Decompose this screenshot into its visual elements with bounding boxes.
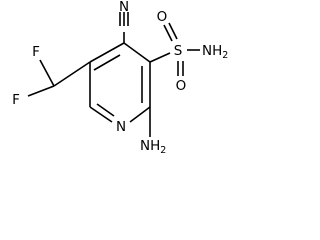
amino-nh-text: NH: [140, 138, 160, 154]
sulfonamide-h-count: 2: [222, 50, 228, 61]
ring-bond-n-c6-inner: [96, 103, 115, 117]
nitrile-nitrogen-label: N: [119, 0, 129, 15]
fluorine-top-label: F: [32, 44, 40, 60]
ring-bond-c3-c4: [123, 42, 151, 63]
ring-to-sulfur-bond: [149, 52, 171, 63]
ring-bond-c5-n: [129, 106, 151, 123]
oxygen-right-label: O: [176, 78, 187, 94]
amino-nh2-label: NH2: [140, 138, 166, 156]
ring-to-chf2-bond: [53, 61, 91, 87]
sulfur-to-oxygen-left-bond-1: [163, 24, 173, 42]
ring-bond-n-c6: [89, 106, 113, 123]
ring-bond-c2-c3-inner: [93, 54, 121, 71]
ring-bond-c2-c3: [89, 42, 125, 63]
sulfonamide-nh-text: NH: [202, 43, 222, 59]
sulfur-label: S: [174, 43, 183, 59]
ring-nitrogen-label: N: [116, 119, 126, 135]
sulfonamide-nh2-label: NH2: [202, 43, 228, 61]
chf2-to-f-bottom-bond: [27, 85, 55, 97]
molecule-structure: N F F S O O NH2 N NH2: [12, 0, 228, 156]
fluorine-bottom-label: F: [12, 92, 20, 108]
sulfur-to-oxygen-left-bond-2: [168, 22, 178, 40]
amino-h-count: 2: [160, 145, 166, 156]
oxygen-left-label: O: [157, 9, 168, 25]
chf2-to-f-top-bond: [39, 59, 55, 87]
